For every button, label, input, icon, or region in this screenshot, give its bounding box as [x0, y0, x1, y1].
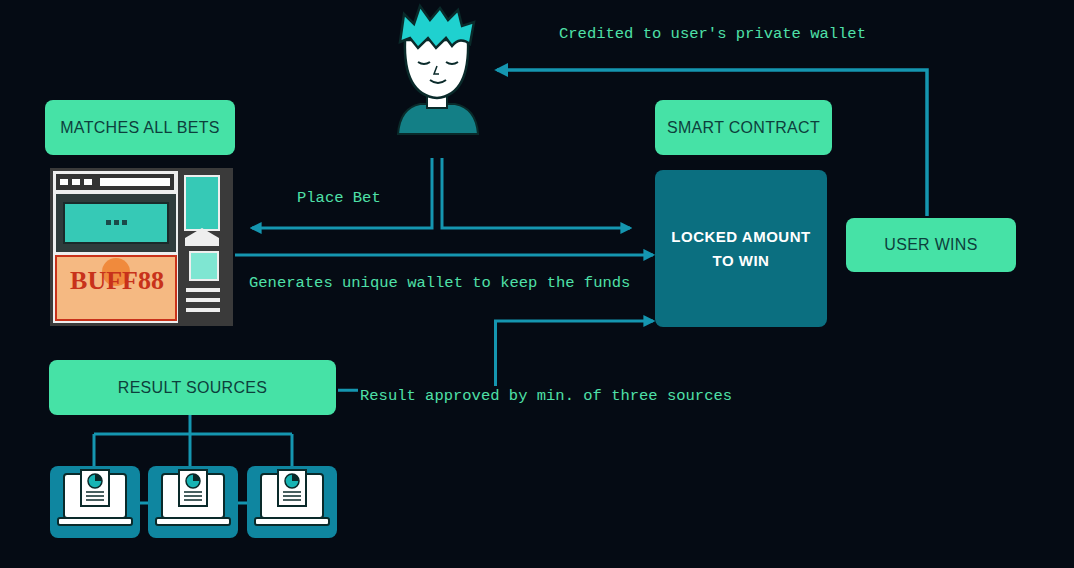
edge-label: Generates unique wallet to keep the fund…: [247, 273, 632, 293]
edge-label: Result approved by min. of three sources: [358, 386, 734, 406]
laptop-icon: [247, 466, 337, 538]
box-label: MATCHES ALL BETS: [60, 119, 220, 137]
process-box: USER WINS: [846, 218, 1016, 272]
flow-label: Place Bet: [295, 188, 383, 208]
website-illustration: [50, 168, 233, 326]
flow-arrow: [235, 253, 653, 256]
logo-text: BUFF88: [60, 266, 174, 296]
process-box: RESULT SOURCES: [49, 360, 336, 415]
box-label: USER WINS: [884, 236, 977, 254]
box-label: LOCKED AMOUNT TO WIN: [667, 225, 815, 273]
laptop-icons: [50, 466, 337, 538]
box-label: SMART CONTRACT: [667, 119, 820, 137]
place-bet-line: [252, 158, 432, 228]
box-label: RESULT SOURCES: [118, 379, 267, 397]
contract-box: LOCKED AMOUNT TO WIN: [655, 170, 827, 327]
laptop-icon: [50, 466, 140, 538]
process-box: MATCHES ALL BETS: [45, 100, 235, 155]
laptop-icon: [148, 466, 238, 538]
flow-label: Credited to user's private wallet: [557, 24, 868, 44]
process-box: SMART CONTRACT: [655, 100, 832, 155]
flow-arrow: [338, 321, 653, 390]
user-figure: [398, 6, 478, 134]
place-bet-line: [442, 158, 630, 228]
website-figure: BUFF88: [50, 168, 233, 326]
